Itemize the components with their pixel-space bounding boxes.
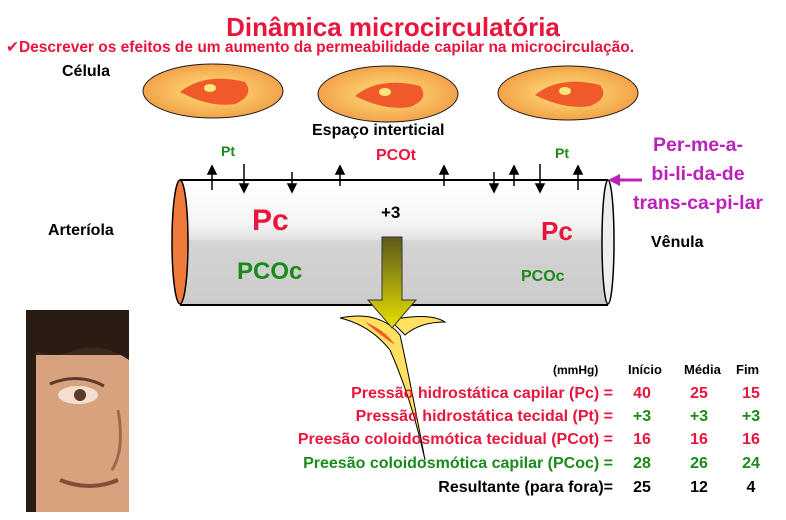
table-cell: 25 bbox=[690, 385, 708, 402]
table-row-label: Pressão hidrostática tecidal (Pt) = bbox=[355, 408, 613, 425]
table-cell: +3 bbox=[632, 408, 652, 425]
table-cell: 16 bbox=[742, 431, 760, 448]
perm-line-1: Per-me-a- bbox=[653, 134, 743, 156]
table-cell: 25 bbox=[633, 479, 651, 496]
table-row-label: Resultante (para fora)= bbox=[438, 479, 613, 496]
filtration-arrow bbox=[366, 236, 418, 329]
table-row-label: Preesão coloidosmótica tecidual (PCot) = bbox=[297, 431, 613, 448]
table-cell: 26 bbox=[690, 455, 708, 472]
label-venula: Vênula bbox=[651, 234, 704, 251]
leak-stream bbox=[339, 315, 447, 461]
table-cell: +3 bbox=[741, 408, 761, 425]
table-cell: 40 bbox=[633, 385, 651, 402]
page-title: Dinâmica microcirculatória bbox=[226, 12, 560, 42]
table-row-label: Preesão coloidosmótica capilar (PCoc) = bbox=[303, 455, 613, 472]
label-plus-three: +3 bbox=[381, 203, 401, 222]
col-header-media: Média bbox=[684, 362, 721, 377]
label-pcoc-left: PCOc bbox=[237, 258, 303, 285]
label-pcoc-right: PCOc bbox=[521, 268, 565, 285]
perm-line-3: trans-ca-pi-lar bbox=[632, 192, 764, 214]
label-celula: Célula bbox=[62, 63, 111, 80]
table-cell: 16 bbox=[690, 431, 708, 448]
label-pt-right: Pt bbox=[555, 145, 569, 161]
table-cell: 28 bbox=[633, 455, 651, 472]
col-header-fim: Fim bbox=[736, 362, 760, 377]
table-cell: 15 bbox=[742, 385, 760, 402]
unit-label: (mmHg) bbox=[553, 363, 599, 377]
cell-2 bbox=[317, 65, 459, 123]
table-row-label: Pressão hidrostática capilar (Pc) = bbox=[351, 385, 613, 402]
label-espaco-intersticial: Espaço interticial bbox=[312, 122, 445, 139]
label-arteriola: Arteríola bbox=[48, 222, 114, 239]
permeability-pointer-arrow bbox=[608, 174, 642, 186]
table-cell: 12 bbox=[690, 479, 708, 496]
cell-1 bbox=[142, 63, 284, 119]
permeabilidade-label: Per-me-a- bi-li-da-de trans-ca-pi-lar bbox=[614, 131, 782, 218]
label-pt-left: Pt bbox=[221, 143, 235, 159]
table-cell: 16 bbox=[633, 431, 651, 448]
face-photo bbox=[26, 310, 129, 512]
table-cell: +3 bbox=[689, 408, 709, 425]
table-cell: 4 bbox=[746, 479, 756, 496]
label-pc-left: Pc bbox=[252, 204, 289, 237]
wall-arrows bbox=[206, 164, 584, 194]
col-header-inicio: Início bbox=[628, 362, 662, 377]
cell-3 bbox=[497, 65, 639, 121]
table-cell: 24 bbox=[742, 455, 760, 472]
label-pcot: PCOt bbox=[376, 147, 416, 164]
subtitle: ✔Descrever os efeitos de um aumento da p… bbox=[6, 39, 635, 56]
perm-line-2: bi-li-da-de bbox=[651, 163, 745, 185]
label-pc-right: Pc bbox=[541, 216, 573, 246]
